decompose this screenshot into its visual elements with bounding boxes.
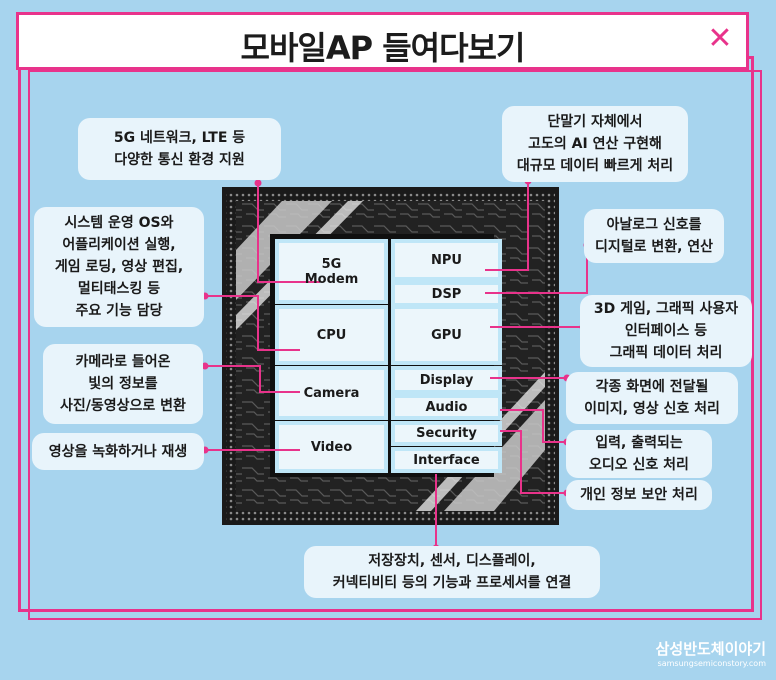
label-dsp: DSP xyxy=(431,286,462,302)
label-modem: 5G Modem xyxy=(304,256,359,287)
block-cpu xyxy=(275,305,388,365)
annotation-interface: 저장장치, 센서, 디스플레이, 커넥티비티 등의 기능과 프로세서를 연결 xyxy=(304,546,600,598)
label-video: Video xyxy=(310,439,353,455)
annotation-modem: 5G 네트워크, LTE 등 다양한 통신 환경 지원 xyxy=(78,118,281,180)
block-gpu xyxy=(391,305,502,365)
annotation-audio: 입력, 출력되는 오디오 신호 처리 xyxy=(566,430,712,478)
block-interface xyxy=(391,447,502,473)
label-cpu: CPU xyxy=(316,327,347,343)
connector-lines xyxy=(205,181,588,548)
annotation-display: 각종 화면에 전달될 이미지, 영상 신호 처리 xyxy=(566,372,738,424)
block-audio xyxy=(391,394,502,420)
watermark-url: samsungsemiconstory.com xyxy=(657,659,766,668)
block-security xyxy=(391,421,502,446)
annotation-camera: 카메라로 들어온 빛의 정보를 사진/동영상으로 변환 xyxy=(43,344,203,424)
block-npu xyxy=(391,239,502,281)
label-audio: Audio xyxy=(425,399,468,415)
label-interface: Interface xyxy=(413,452,480,468)
annotation-security: 개인 정보 보안 처리 xyxy=(566,480,712,510)
annotation-video: 영상을 녹화하거나 재생 xyxy=(32,433,204,470)
label-gpu: GPU xyxy=(431,327,462,343)
watermark: 삼성반도체이야기 samsungsemiconstory.com xyxy=(656,638,766,668)
page-title: 모바일AP 들여다보기 xyxy=(240,29,526,67)
label-camera: Camera xyxy=(303,385,360,401)
block-display xyxy=(391,366,502,394)
block-video xyxy=(275,421,388,473)
watermark-name: 삼성반도체이야기 xyxy=(655,640,766,658)
block-camera xyxy=(275,366,388,420)
label-display: Display xyxy=(419,372,474,388)
background-frame xyxy=(28,70,762,620)
close-icon[interactable]: ✕ xyxy=(707,21,733,56)
label-npu: NPU xyxy=(431,252,462,268)
label-security: Security xyxy=(416,426,477,441)
annotation-cpu: 시스템 운영 OS와 어플리케이션 실행, 게임 로딩, 영상 편집, 멀티태스… xyxy=(34,207,204,327)
annotation-npu: 단말기 자체에서 고도의 AI 연산 구현해 대규모 데이터 빠르게 처리 xyxy=(502,106,688,182)
title-bar: 모바일AP 들여다보기 ✕ xyxy=(16,12,749,70)
block-modem xyxy=(275,239,388,304)
annotation-gpu: 3D 게임, 그래픽 사용자 인터페이스 등 그래픽 데이터 처리 xyxy=(580,295,752,367)
annotation-dsp: 아날로그 신호를 디지털로 변환, 연산 xyxy=(584,209,724,263)
